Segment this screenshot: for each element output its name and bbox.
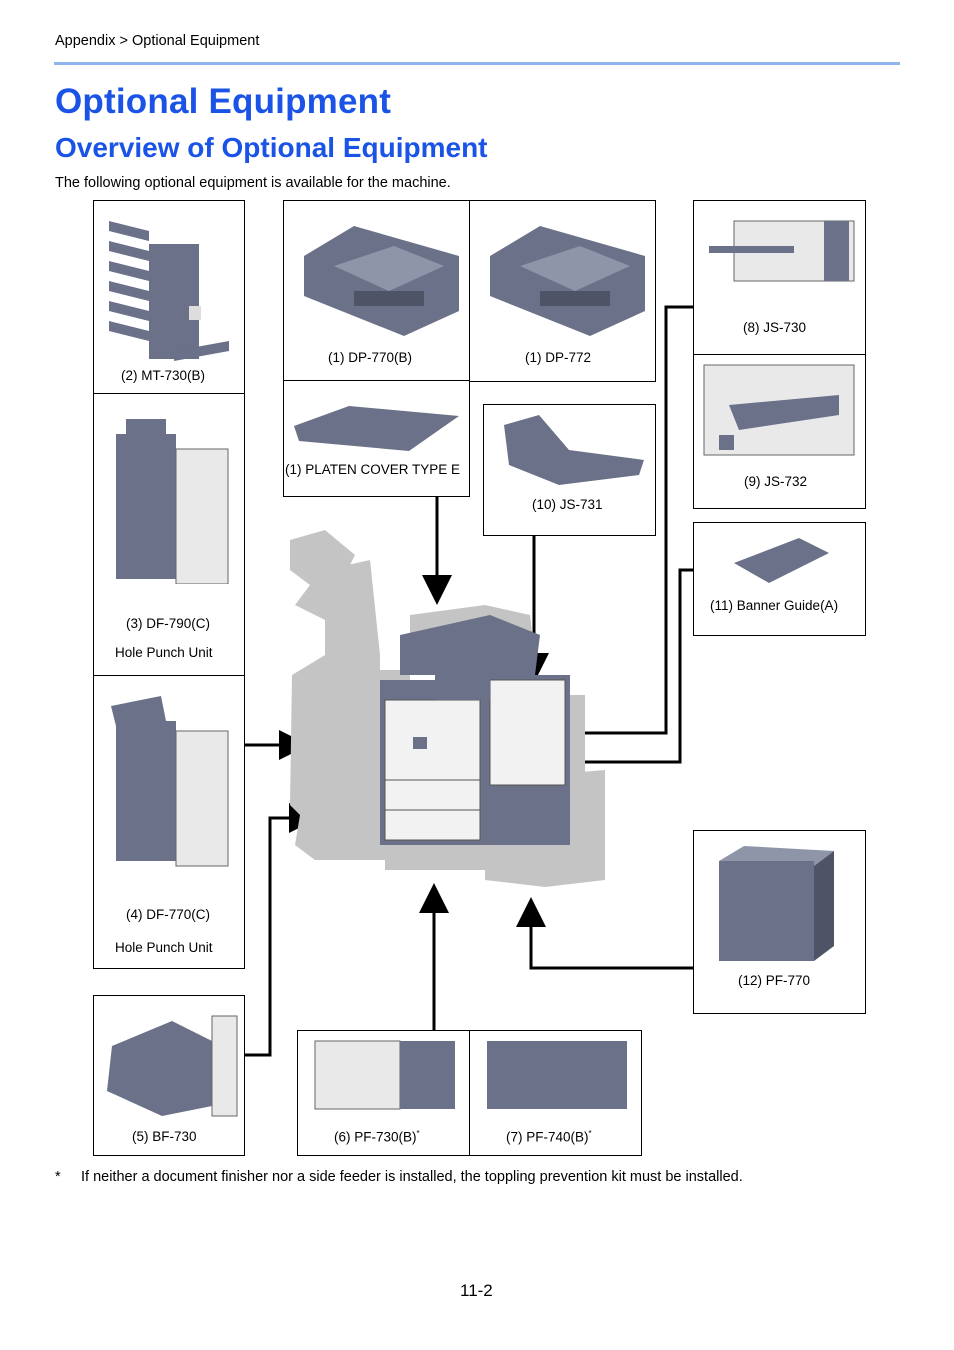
- item-label-df770c: (4) DF-770(C): [126, 907, 211, 922]
- item-card-pf770: (12) PF-770: [693, 830, 866, 1014]
- item-card-dp770b: (1) DP-770(B): [283, 200, 470, 382]
- item-label-pf730b: (6) PF-730(B)*: [334, 1129, 420, 1145]
- item-label-dp772: (1) DP-772: [525, 350, 592, 365]
- job-separator-illustration: [709, 220, 855, 282]
- item-label-platen-cover: (1) PLATEN COVER TYPE E: [285, 462, 461, 477]
- job-separator-illustration: [703, 364, 855, 456]
- document-processor-illustration: [490, 226, 645, 336]
- header-rule: [54, 62, 900, 65]
- footnote: If neither a document finisher nor a sid…: [81, 1169, 743, 1185]
- paper-feeder-illustration: [719, 846, 834, 961]
- item-label-js730: (8) JS-730: [743, 320, 807, 335]
- job-separator-illustration: [504, 415, 644, 485]
- item-sublabel-df770c: Hole Punch Unit: [115, 940, 213, 955]
- breadcrumb: Appendix > Optional Equipment: [55, 33, 260, 49]
- item-card-bf730: (5) BF-730: [93, 995, 245, 1156]
- item-card-js732: (9) JS-732: [693, 354, 866, 509]
- item-card-banner-guide: (11) Banner Guide(A): [693, 522, 866, 636]
- paper-feeder-illustration: [487, 1041, 627, 1109]
- main-machine-illustration: [290, 530, 605, 887]
- intro-text: The following optional equipment is avai…: [55, 175, 451, 191]
- page-number: 11-2: [460, 1281, 493, 1300]
- item-label-pf740b: (7) PF-740(B)*: [506, 1129, 592, 1145]
- item-card-pf730b: (6) PF-730(B)*: [297, 1030, 470, 1156]
- footnote-mark: *: [55, 1169, 61, 1185]
- item-label-mt730b: (2) MT-730(B): [121, 368, 206, 383]
- item-card-pf740b: (7) PF-740(B)*: [469, 1030, 642, 1156]
- item-card-js730: (8) JS-730: [693, 200, 866, 355]
- item-label-js732: (9) JS-732: [744, 474, 808, 489]
- section-title: Overview of Optional Equipment: [55, 132, 488, 163]
- paper-feeder-illustration: [314, 1040, 455, 1110]
- item-label-banner-guide: (11) Banner Guide(A): [710, 598, 839, 613]
- item-label-df790c: (3) DF-790(C): [126, 616, 211, 631]
- platen-cover-illustration: [294, 406, 459, 451]
- item-card-mt730b: (2) MT-730(B): [93, 200, 245, 394]
- booklet-folder-illustration: [107, 1015, 238, 1117]
- item-card-dp772: (1) DP-772: [469, 200, 656, 382]
- finisher-illustration: [116, 419, 229, 584]
- document-processor-illustration: [304, 226, 459, 336]
- banner-guide-illustration: [734, 538, 829, 583]
- item-label-pf770: (12) PF-770: [738, 973, 811, 988]
- item-label-bf730: (5) BF-730: [132, 1129, 197, 1144]
- finisher-illustration: [111, 696, 229, 867]
- item-label-dp770b: (1) DP-770(B): [328, 350, 413, 365]
- item-card-js731: (10) JS-731: [483, 404, 656, 536]
- item-sublabel-df790c: Hole Punch Unit: [115, 645, 213, 660]
- page-title: Optional Equipment: [55, 82, 392, 121]
- mailbox-illustration: [109, 221, 229, 361]
- item-label-js731: (10) JS-731: [532, 497, 603, 512]
- item-card-df790c: (3) DF-790(C) Hole Punch Unit: [93, 393, 245, 676]
- item-card-df770c: (4) DF-770(C) Hole Punch Unit: [93, 675, 245, 969]
- item-card-platen-cover: (1) PLATEN COVER TYPE E: [283, 380, 470, 497]
